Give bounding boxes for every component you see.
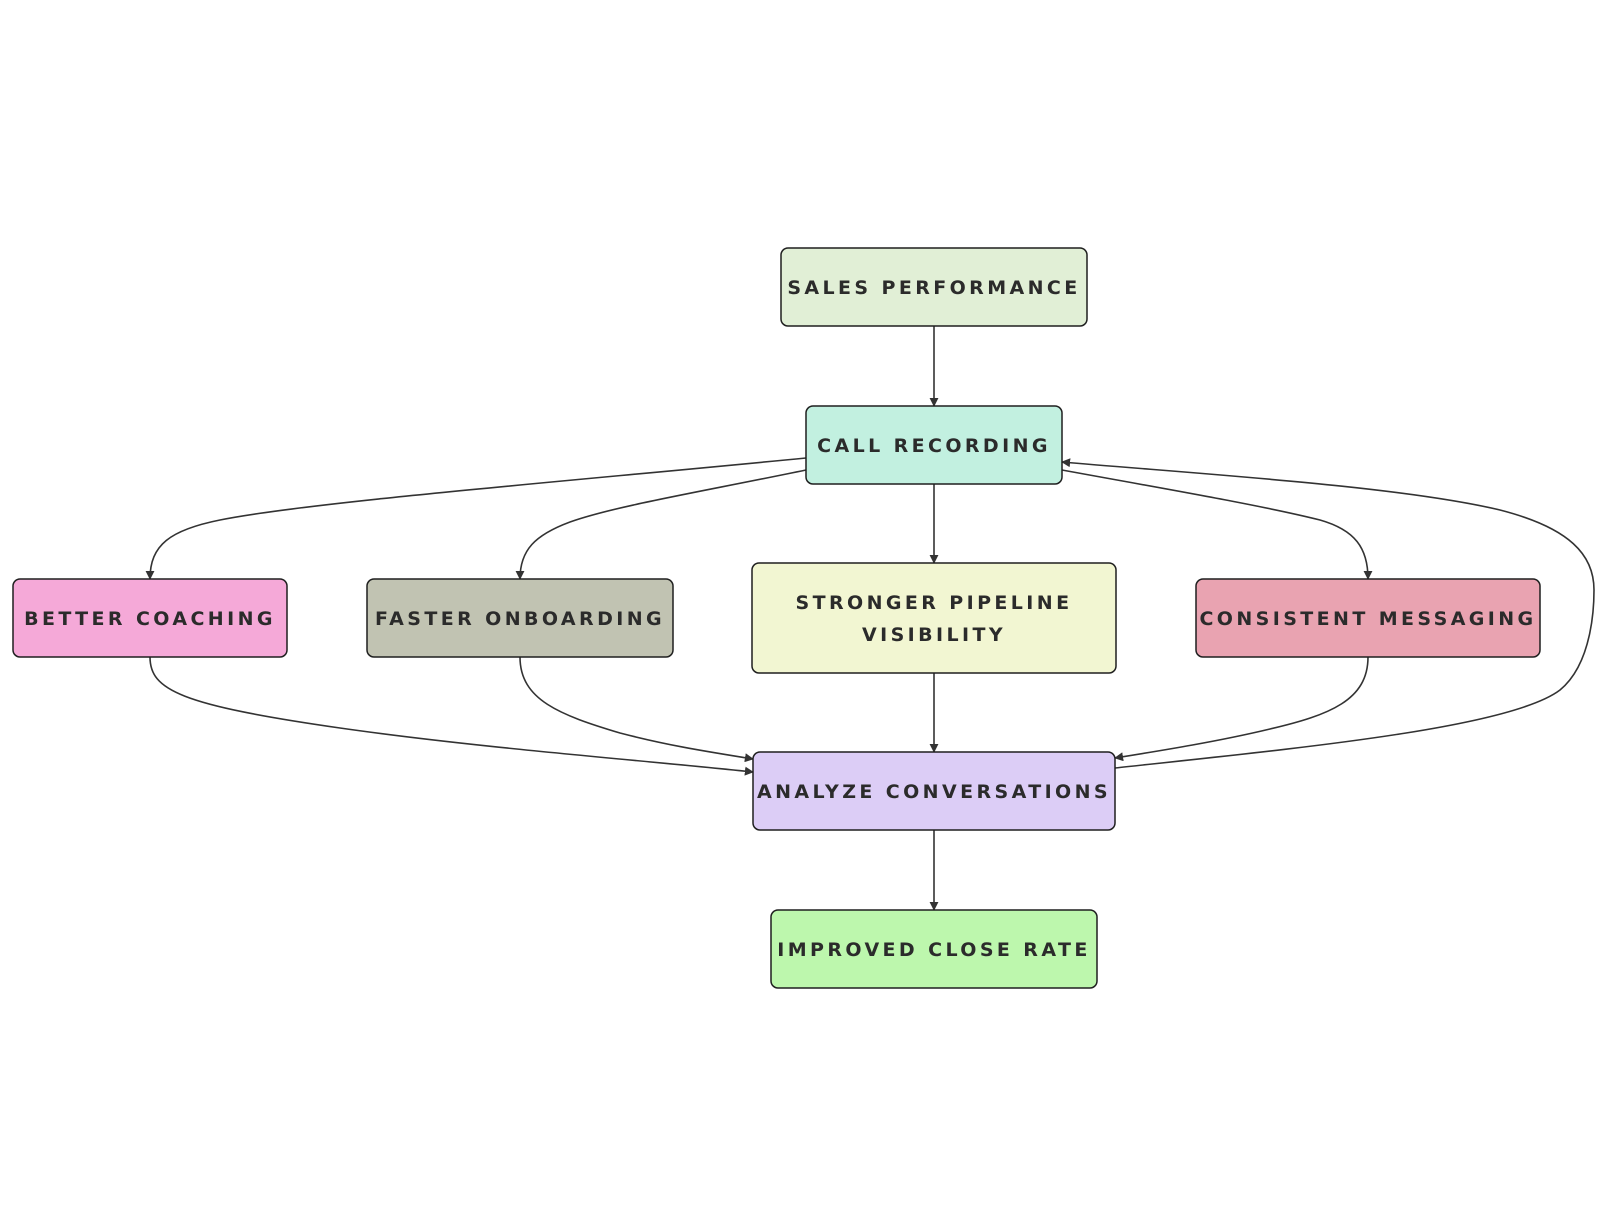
edge-better-coaching-to-analyze-conversations — [149, 656, 754, 776]
node-box-consistent-messaging — [1195, 578, 1541, 658]
node-box-better-coaching — [12, 578, 288, 658]
node-label-better-coaching: BETTER COACHING — [24, 608, 276, 630]
node-label-stronger-pipeline-visibility-line-2: VISIBILITY — [862, 624, 1006, 646]
edge-call-recording-to-consistent-messaging — [1061, 469, 1373, 580]
node-label-call-recording: CALL RECORDING — [817, 435, 1051, 457]
edge-faster-onboarding-to-analyze-conversations — [519, 656, 754, 763]
node-stronger-pipeline-visibility[interactable]: STRONGER PIPELINE VISIBILITY — [751, 562, 1117, 674]
node-box-faster-onboarding — [366, 578, 674, 658]
node-consistent-messaging[interactable]: CONSISTENT MESSAGING — [1195, 578, 1541, 658]
edges-layer — [145, 326, 1595, 911]
node-box-improved-close-rate — [770, 909, 1098, 989]
node-box-sales-performance — [780, 247, 1088, 327]
node-box-stronger-pipeline-visibility — [751, 562, 1117, 674]
node-improved-close-rate[interactable]: IMPROVED CLOSE RATE — [770, 909, 1098, 989]
node-label-improved-close-rate: IMPROVED CLOSE RATE — [777, 939, 1090, 961]
node-sales-performance[interactable]: SALES PERFORMANCE — [780, 247, 1088, 327]
nodes-layer: SALES PERFORMANCE CALL RECORDING BETTER CO… — [12, 247, 1541, 989]
node-faster-onboarding[interactable]: FASTER ONBOARDING — [366, 578, 674, 658]
edge-call-recording-to-better-coaching — [145, 457, 807, 580]
node-label-consistent-messaging: CONSISTENT MESSAGING — [1199, 608, 1536, 630]
node-label-faster-onboarding: FASTER ONBOARDING — [375, 608, 665, 630]
node-label-stronger-pipeline-visibility-line-1: STRONGER PIPELINE — [796, 592, 1073, 614]
edge-analyze-conversations-to-call-recording — [1061, 458, 1595, 769]
edge-call-recording-to-faster-onboarding — [515, 469, 807, 580]
node-call-recording[interactable]: CALL RECORDING — [805, 405, 1063, 485]
node-label-analyze-conversations: ANALYZE CONVERSATIONS — [757, 781, 1111, 803]
node-label-sales-performance: SALES PERFORMANCE — [787, 277, 1080, 299]
node-analyze-conversations[interactable]: ANALYZE CONVERSATIONS — [752, 751, 1116, 831]
node-box-call-recording — [805, 405, 1063, 485]
node-box-analyze-conversations — [752, 751, 1116, 831]
node-better-coaching[interactable]: BETTER COACHING — [12, 578, 288, 658]
edge-consistent-messaging-to-analyze-conversations — [1114, 656, 1369, 762]
